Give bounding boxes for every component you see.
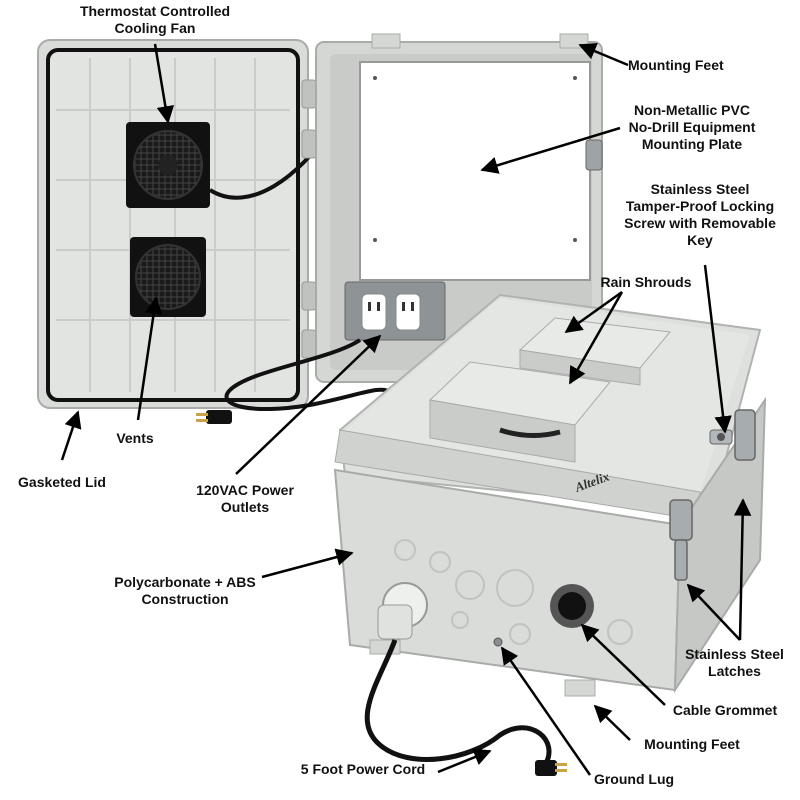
label-power-outlets: 120VAC Power Outlets [196,482,294,515]
arrow-locking-screw [703,264,732,434]
gasketed-lid [37,39,351,409]
open-enclosure [37,33,603,424]
outlet-cord-plug [196,410,232,424]
label-gasketed-lid: Gasketed Lid [18,474,106,490]
label-cable-grommet: Cable Grommet [672,702,778,718]
ground-lug [493,637,503,647]
label-mounting-plate: Non-Metallic PVC No-Drill Equipment Moun… [628,102,756,152]
label-construction: Polycarbonate + ABS Construction [114,574,256,607]
label-locking-screw: Stainless Steel Tamper-Proof Locking Scr… [624,181,776,248]
label-vents: Vents [116,430,154,446]
cord-gland [377,582,428,640]
arrow-mounting-plate [480,126,621,174]
label-thermostat-fan: Thermostat Controlled Cooling Fan [79,3,231,36]
cooling-fan [126,122,210,208]
arrow-power-outlets [235,334,382,475]
arrow-gasketed-lid [60,410,82,461]
stainless-latches [669,409,756,581]
cable-grommet [550,584,594,628]
label-mounting-feet-top: Mounting Feet [628,57,724,73]
arrow-rain-shroud-2 [568,291,624,385]
arrow-latches-2 [733,498,752,641]
outlet-power-cord [224,338,392,412]
arrow-construction [261,548,354,579]
main-power-cord [364,639,552,767]
arrow-mounting-feet-top [578,42,629,67]
label-rain-shrouds: Rain Shrouds [600,274,692,290]
label-latches: Stainless Steel Latches [685,646,784,679]
enclosure-base-open [315,33,603,383]
arrow-thermostat-fan [153,43,175,124]
arrow-mounting-feet-bottom [593,704,631,741]
vent-grille [130,237,206,317]
callout-arrows [60,42,752,776]
power-outlet-plate [344,281,446,341]
arrow-ground-lug [500,646,592,776]
label-mounting-feet-bottom: Mounting Feet [644,736,740,752]
tamper-proof-screw [709,429,733,445]
label-ground-lug: Ground Lug [593,771,675,787]
arrow-cable-grommet [580,623,666,706]
mounting-plate [359,61,591,281]
arrow-power-cord [437,748,492,774]
arrow-rain-shroud-1 [564,290,623,334]
label-power-cord: 5 Foot Power Cord [300,761,426,777]
arrow-vents [136,296,163,421]
arrow-latches-1 [686,583,741,641]
main-cord-plug [535,760,567,776]
